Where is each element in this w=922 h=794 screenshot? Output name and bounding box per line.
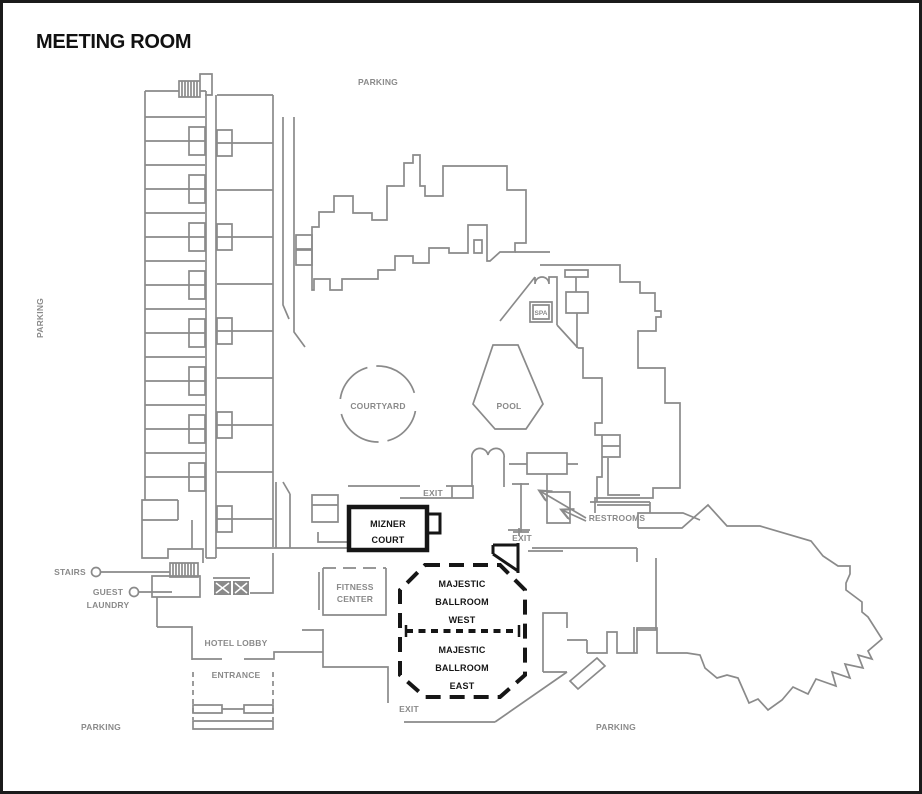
ballroom-octagon — [398, 563, 527, 699]
exit-corridor-lines — [348, 485, 474, 499]
tower-walls — [144, 90, 274, 559]
parking-label-bottom-right: PARKING — [596, 722, 636, 732]
hotel-lobby-label: HOTEL LOBBY — [205, 638, 268, 648]
tilted-canopy — [568, 656, 607, 691]
east-building-outline — [540, 264, 681, 513]
courtyard-label-backing — [337, 399, 419, 411]
ballroom-east-label-line2: BALLROOM — [435, 663, 489, 673]
tower-left-room-dividers — [145, 116, 205, 478]
entrance-label: ENTRANCE — [212, 670, 261, 680]
lobby-area — [157, 567, 389, 730]
parking-label-top: PARKING — [358, 77, 398, 87]
ballroom-east-label-line1: MAJESTIC — [438, 645, 485, 655]
fitness-center-label-line2: CENTER — [337, 594, 373, 604]
parking-label-left: PARKING — [35, 298, 45, 338]
callouts — [90, 566, 172, 598]
restrooms-walls — [509, 452, 638, 562]
central-building-inner — [473, 239, 550, 254]
parking-label-bottom-left: PARKING — [81, 722, 121, 732]
mizner-court-tab — [425, 512, 442, 535]
restrooms-area — [509, 452, 638, 562]
ballroom-east-label-line3: EAST — [450, 681, 475, 691]
stairs-callout-dot — [90, 566, 102, 578]
tower-right-room-dividers — [217, 142, 273, 520]
fitness-center-walls — [322, 568, 387, 616]
east-wing — [404, 503, 884, 723]
pool-label: POOL — [497, 401, 522, 411]
elevator-right-x-icon — [234, 582, 248, 594]
page-title: MEETING ROOM — [36, 31, 191, 53]
tower-bottom-rooms — [141, 499, 204, 563]
guest-laundry-label-line1: GUEST — [93, 587, 124, 597]
pool-area — [471, 344, 544, 487]
restrooms-arrow-2 — [562, 510, 587, 522]
mizner-court-label-line2: COURT — [372, 535, 405, 545]
porte-cochere-column — [542, 612, 568, 673]
exit-label-ballroom-top: EXIT — [512, 533, 532, 543]
exit-label-ballroom-bottom: EXIT — [399, 704, 419, 714]
ballroom-west-label-line2: BALLROOM — [435, 597, 489, 607]
central-building — [311, 154, 550, 291]
tower-left-closets — [188, 126, 206, 492]
guest-laundry-label-line2: LAUNDRY — [87, 600, 130, 610]
ballroom-west-label-line3: WEST — [449, 615, 476, 625]
spa-label: SPA — [535, 310, 548, 317]
east-building-inner — [564, 269, 701, 528]
fitness-center-label-line1: FITNESS — [336, 582, 373, 592]
ballroom-divider-caps — [404, 625, 521, 637]
entrance-planters — [192, 704, 274, 730]
pool-outline — [472, 344, 544, 430]
exit-label-courtyard: EXIT — [423, 488, 443, 498]
tower-right-closets — [216, 129, 233, 533]
laundry-callout-dot — [128, 586, 140, 598]
exit-top-gray-lines — [508, 528, 563, 552]
majestic-ballroom — [398, 543, 527, 699]
restrooms-arrow-1 — [540, 491, 587, 519]
courtyard-label: COURTYARD — [350, 401, 405, 411]
ballroom-north-vestibule — [491, 543, 520, 573]
west-of-mizner-rooms — [311, 494, 350, 543]
tower-top-stairs — [178, 73, 213, 98]
spa-box — [529, 301, 553, 323]
ballroom-west-label-line1: MAJESTIC — [438, 579, 485, 589]
walkway-to-parking — [404, 671, 568, 723]
central-building-outline — [311, 154, 527, 291]
east-wing-inner-walls — [567, 558, 657, 653]
mizner-court — [346, 504, 442, 553]
lobby-walls — [157, 626, 389, 703]
east-building — [499, 264, 701, 528]
mizner-court-label-line1: MIZNER — [370, 519, 406, 529]
tower-bottom-stairs — [169, 562, 199, 578]
stairs-label: STAIRS — [54, 567, 86, 577]
elevator-left-x-icon — [215, 582, 230, 594]
hot-tub-outline — [471, 447, 505, 487]
guest-laundry-room — [151, 575, 201, 627]
exit-corridor-south-of-courtyard — [311, 485, 474, 543]
restrooms-label: RESTROOMS — [589, 513, 646, 523]
spa-room-walls — [499, 276, 579, 349]
west-of-fitness-wall — [302, 572, 323, 631]
east-wing-outline — [587, 503, 884, 712]
